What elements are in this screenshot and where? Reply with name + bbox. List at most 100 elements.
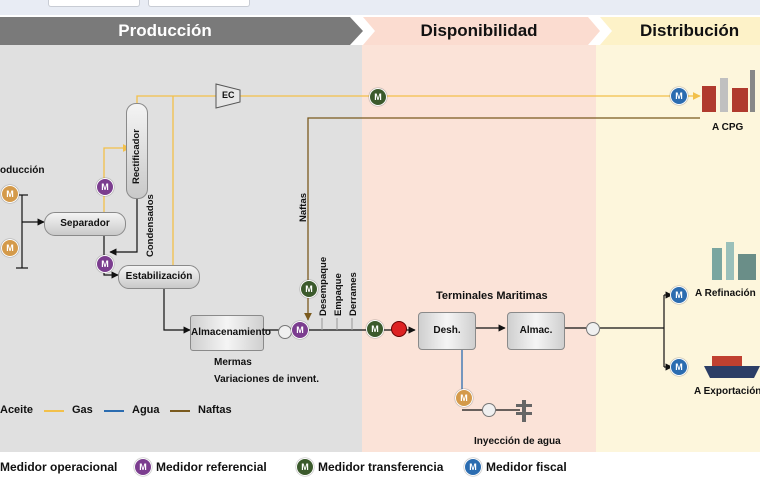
empaque-label: Empaque <box>333 273 344 316</box>
refinery-tower-3 <box>738 254 756 280</box>
cpg-building-1 <box>702 86 716 112</box>
mermas-label: Mermas <box>214 357 252 368</box>
meter-fiscal-exportacion: M <box>670 358 688 376</box>
variaciones-label: Variaciones de invent. <box>214 374 320 385</box>
wellhead-valve-bottom <box>516 412 532 415</box>
pump-icon-2 <box>586 322 600 336</box>
ec-label: EC <box>222 90 235 100</box>
legend-operacional: Medidor operacional <box>0 460 117 474</box>
top-tab-1[interactable] <box>48 0 140 7</box>
refinery-icon <box>712 242 756 280</box>
a-exportacion-label: A Exportación <box>694 386 760 397</box>
legend-naftas: Naftas <box>198 404 232 416</box>
refinery-cpg-icon <box>702 70 755 112</box>
disponibilidad-region <box>362 45 596 452</box>
compressor-shape <box>215 83 241 109</box>
terminales-label: Terminales Maritimas <box>436 290 548 302</box>
compressor-ec <box>215 83 241 109</box>
almac-label: Almac. <box>519 325 553 336</box>
estabilizacion-label: Estabilización <box>125 271 193 282</box>
ship-icon <box>704 356 760 378</box>
pump-icon-3 <box>482 403 496 417</box>
legend-transferencia: Medidor transferencia <box>318 460 443 474</box>
ship-cargo <box>712 356 742 366</box>
produccion-chevron <box>0 17 363 45</box>
legend-referencial-icon: M <box>134 458 152 476</box>
gas-lines <box>103 92 701 265</box>
control-valve-icon <box>391 321 407 337</box>
top-tab-2[interactable] <box>148 0 250 7</box>
legend-aceite: Aceite <box>0 404 33 416</box>
legend-aceite-label: Aceite <box>0 404 34 416</box>
legend-agua-label: Agua <box>132 404 160 416</box>
almac-tank: Almac. <box>507 312 565 350</box>
cpg-stack <box>750 70 755 112</box>
legend-gas-swatch <box>44 410 64 412</box>
distribucion-chevron <box>600 17 760 45</box>
gas-line-rect-to-ec <box>136 95 218 104</box>
legend-transferencia-icon: M <box>296 458 314 476</box>
meter-fiscal-cpg: M <box>670 87 688 105</box>
inyeccion-label: Inyección de agua <box>474 436 561 447</box>
meter-operacional-agua: M <box>455 389 473 407</box>
meter-operacional-well1: M <box>1 185 19 203</box>
cpg-building-2 <box>720 78 728 112</box>
legend-referencial-label: Medidor referencial <box>156 460 267 474</box>
legend-transferencia-label: Medidor transferencia <box>318 460 444 474</box>
desempaque-label: Desempaque <box>318 256 329 316</box>
legend-fiscal-label: Medidor fiscal <box>486 460 567 474</box>
pump-icon-1 <box>278 325 292 339</box>
refinery-tower-2 <box>726 242 734 280</box>
oil-lines <box>16 194 673 411</box>
rectificador-label: Rectificador <box>131 129 142 184</box>
meter-transferencia-terminal: M <box>366 320 384 338</box>
meter-fiscal-refinacion: M <box>670 286 688 304</box>
section-header-bar <box>0 17 760 45</box>
meter-referencial-gas: M <box>96 178 114 196</box>
separador-label: Separador <box>60 218 110 229</box>
nafta-lines <box>304 117 700 321</box>
cpg-building-3 <box>732 88 748 112</box>
oil-line-rect-to-sep <box>109 196 138 256</box>
refinery-tower-1 <box>712 248 722 280</box>
produccion-header: Producción <box>118 21 212 40</box>
produccion-wells-label: oducción <box>0 165 45 176</box>
legend-fiscal-icon: M <box>464 458 482 476</box>
ship-hull <box>704 366 760 378</box>
a-cpg-label: A CPG <box>712 122 744 133</box>
legend-naftas-swatch <box>170 410 190 412</box>
a-refinacion-label: A Refinación <box>695 288 756 299</box>
desh-tank: Desh. <box>418 312 476 350</box>
wellhead-valve-top <box>516 404 532 407</box>
meter-transferencia-naftas: M <box>300 280 318 298</box>
naftas-label: Naftas <box>298 192 309 222</box>
desh-label: Desh. <box>433 325 461 336</box>
nafta-line <box>304 117 700 321</box>
meter-transferencia-gas: M <box>369 88 387 106</box>
wellhead-post <box>522 400 526 422</box>
oil-line-stab-to-alm <box>163 287 191 334</box>
legend-naftas-label: Naftas <box>198 404 232 416</box>
legend-gas-label: Gas <box>72 404 93 416</box>
legend-referencial: Medidor referencial <box>156 460 267 474</box>
disponibilidad-header: Disponibilidad <box>420 21 538 40</box>
legend-agua: Agua <box>132 404 160 416</box>
separador-vessel: Separador <box>44 212 126 236</box>
almacenamiento-label: Almacenamiento <box>191 327 272 338</box>
legend-operacional-label: Medidor operacional <box>0 460 118 474</box>
distribucion-header: Distribución <box>640 21 740 40</box>
legend-gas: Gas <box>72 404 93 416</box>
disponibilidad-chevron <box>363 17 600 45</box>
wellhead-icon <box>516 400 532 422</box>
legend-fiscal: Medidor fiscal <box>486 460 567 474</box>
meter-referencial-alm: M <box>291 321 309 339</box>
loss-arrows <box>321 318 353 330</box>
estabilizacion-vessel: Estabilización <box>118 265 200 289</box>
produccion-region <box>0 45 362 452</box>
condensados-label: Condensados <box>145 194 156 257</box>
meter-operacional-well2: M <box>1 239 19 257</box>
rectificador-column <box>126 103 148 199</box>
legend-agua-swatch <box>104 410 124 412</box>
